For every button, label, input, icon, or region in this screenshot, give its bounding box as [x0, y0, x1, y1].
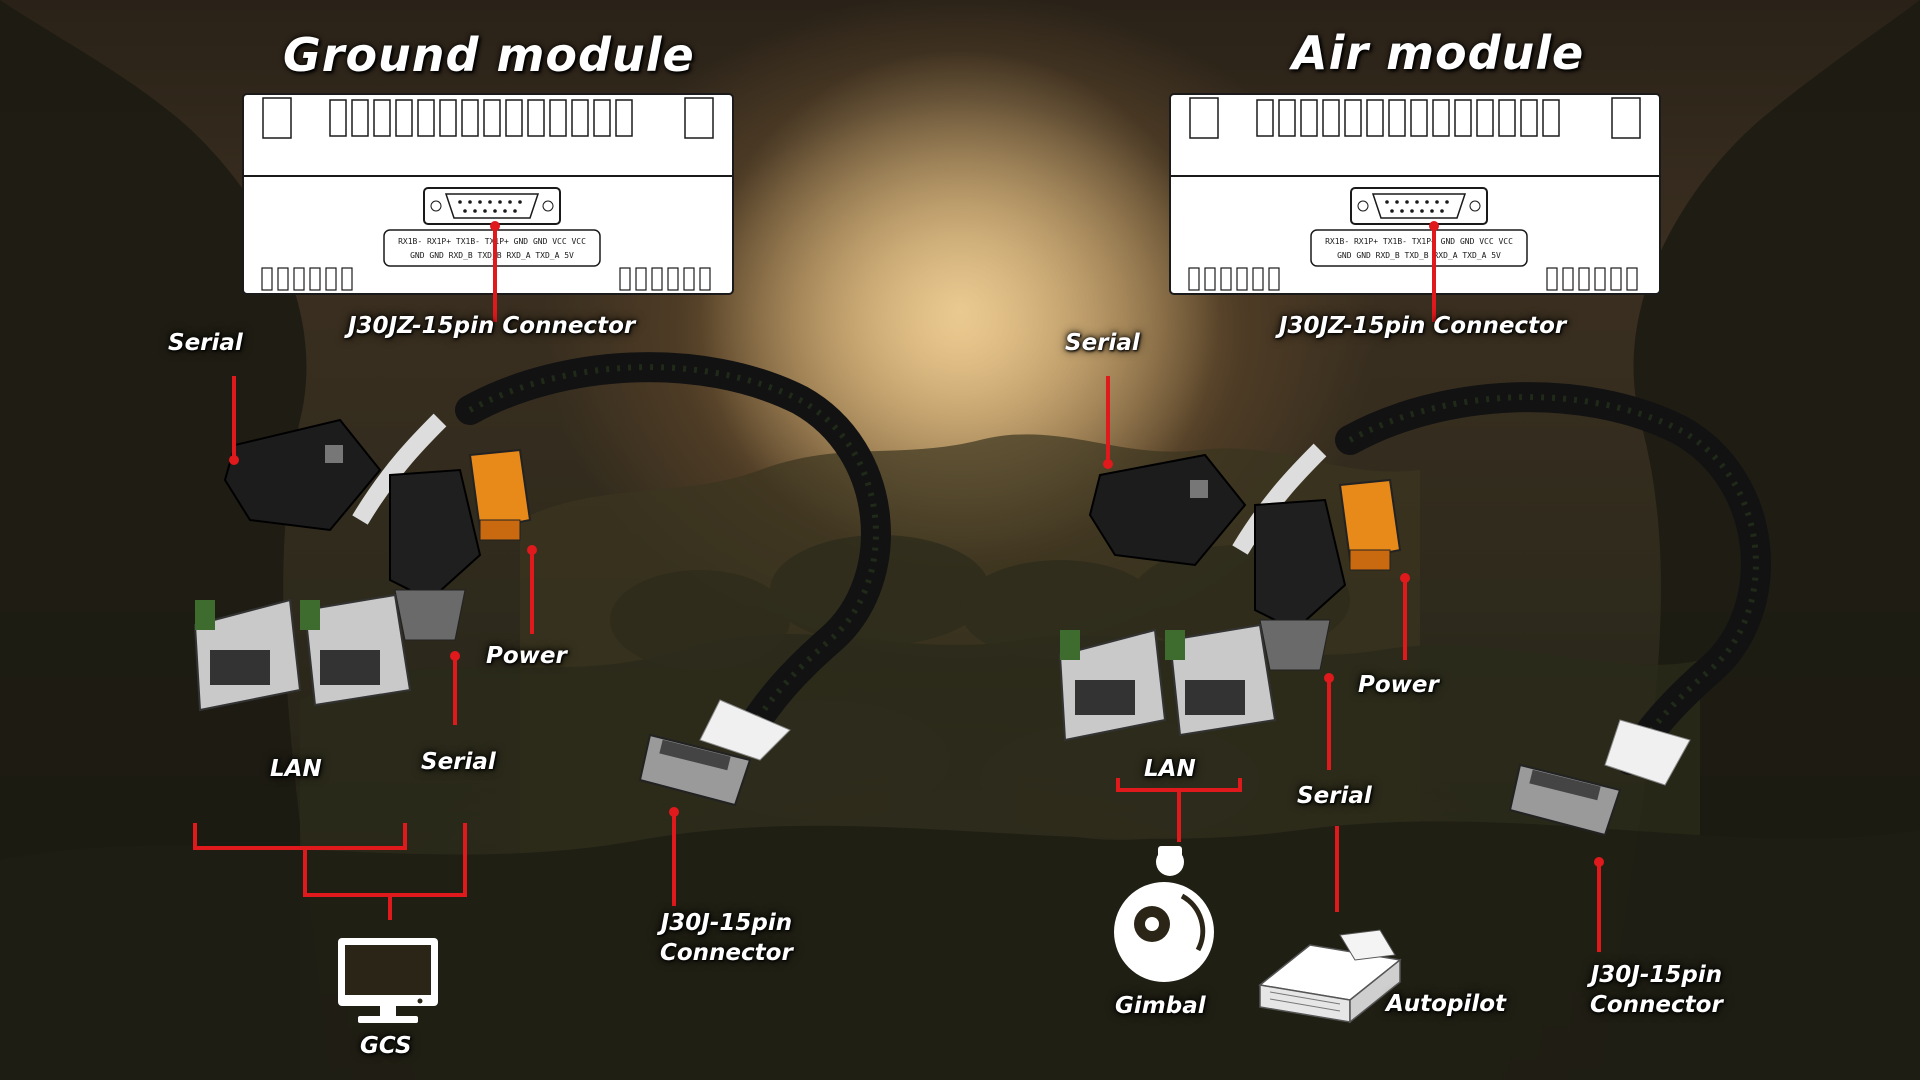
ground-lan-label: LAN: [270, 756, 322, 782]
ground-power-label: Power: [486, 643, 567, 669]
air-module-drawing: [1169, 93, 1661, 295]
air-pin-row2: GND GND RXD_B TXD_B RXD_A TXD_A 5V: [1337, 251, 1501, 260]
ground-module-connector-label: J30JZ-15pin Connector: [348, 313, 636, 339]
air-pin-row1: RX1B- RX1P+ TX1B- TX1P+ GND GND VCC VCC: [1325, 237, 1513, 246]
air-cable-connector-label: J30J-15pin Connector: [1590, 960, 1723, 1020]
air-cable-harness: [1058, 382, 1771, 837]
air-module-connector-label: J30JZ-15pin Connector: [1279, 313, 1567, 339]
ground-cable-connector-line1: J30J-15pin: [660, 910, 793, 936]
air-power-label: Power: [1358, 672, 1439, 698]
autopilot-box-icon: [1258, 929, 1402, 1024]
air-cable-connector-line1: J30J-15pin: [1590, 962, 1723, 988]
ground-leader-dots: [229, 221, 679, 817]
desktop-monitor-icon: [338, 938, 438, 1023]
gimbal-camera-icon: [1114, 846, 1214, 982]
ground-module-title: Ground module: [283, 28, 695, 82]
ground-pin-row1: RX1B- RX1P+ TX1B- TX1P+ GND GND VCC VCC: [398, 237, 586, 246]
air-serial-top-label: Serial: [1065, 330, 1140, 356]
ground-serial-bottom-label: Serial: [421, 749, 496, 775]
ground-serial-top-label: Serial: [168, 330, 243, 356]
ground-module-drawing: [242, 93, 734, 295]
ground-cable-connector-line2: Connector: [660, 940, 793, 966]
autopilot-label: Autopilot: [1386, 991, 1506, 1017]
ground-cable-connector-label: J30J-15pin Connector: [660, 908, 793, 968]
air-leader-lines: [1106, 226, 1601, 952]
gcs-label: GCS: [360, 1033, 412, 1059]
air-leader-dots: [1103, 221, 1604, 867]
air-serial-bottom-label: Serial: [1297, 783, 1372, 809]
ground-cable-harness: [193, 352, 891, 807]
gimbal-label: Gimbal: [1115, 993, 1206, 1019]
air-lan-label: LAN: [1144, 756, 1196, 782]
air-cable-connector-line2: Connector: [1590, 992, 1723, 1018]
air-module-title: Air module: [1292, 26, 1585, 80]
ground-pin-row2: GND GND RXD_B TXD_B RXD_A TXD_A 5V: [410, 251, 574, 260]
ground-leader-lines: [193, 226, 676, 920]
